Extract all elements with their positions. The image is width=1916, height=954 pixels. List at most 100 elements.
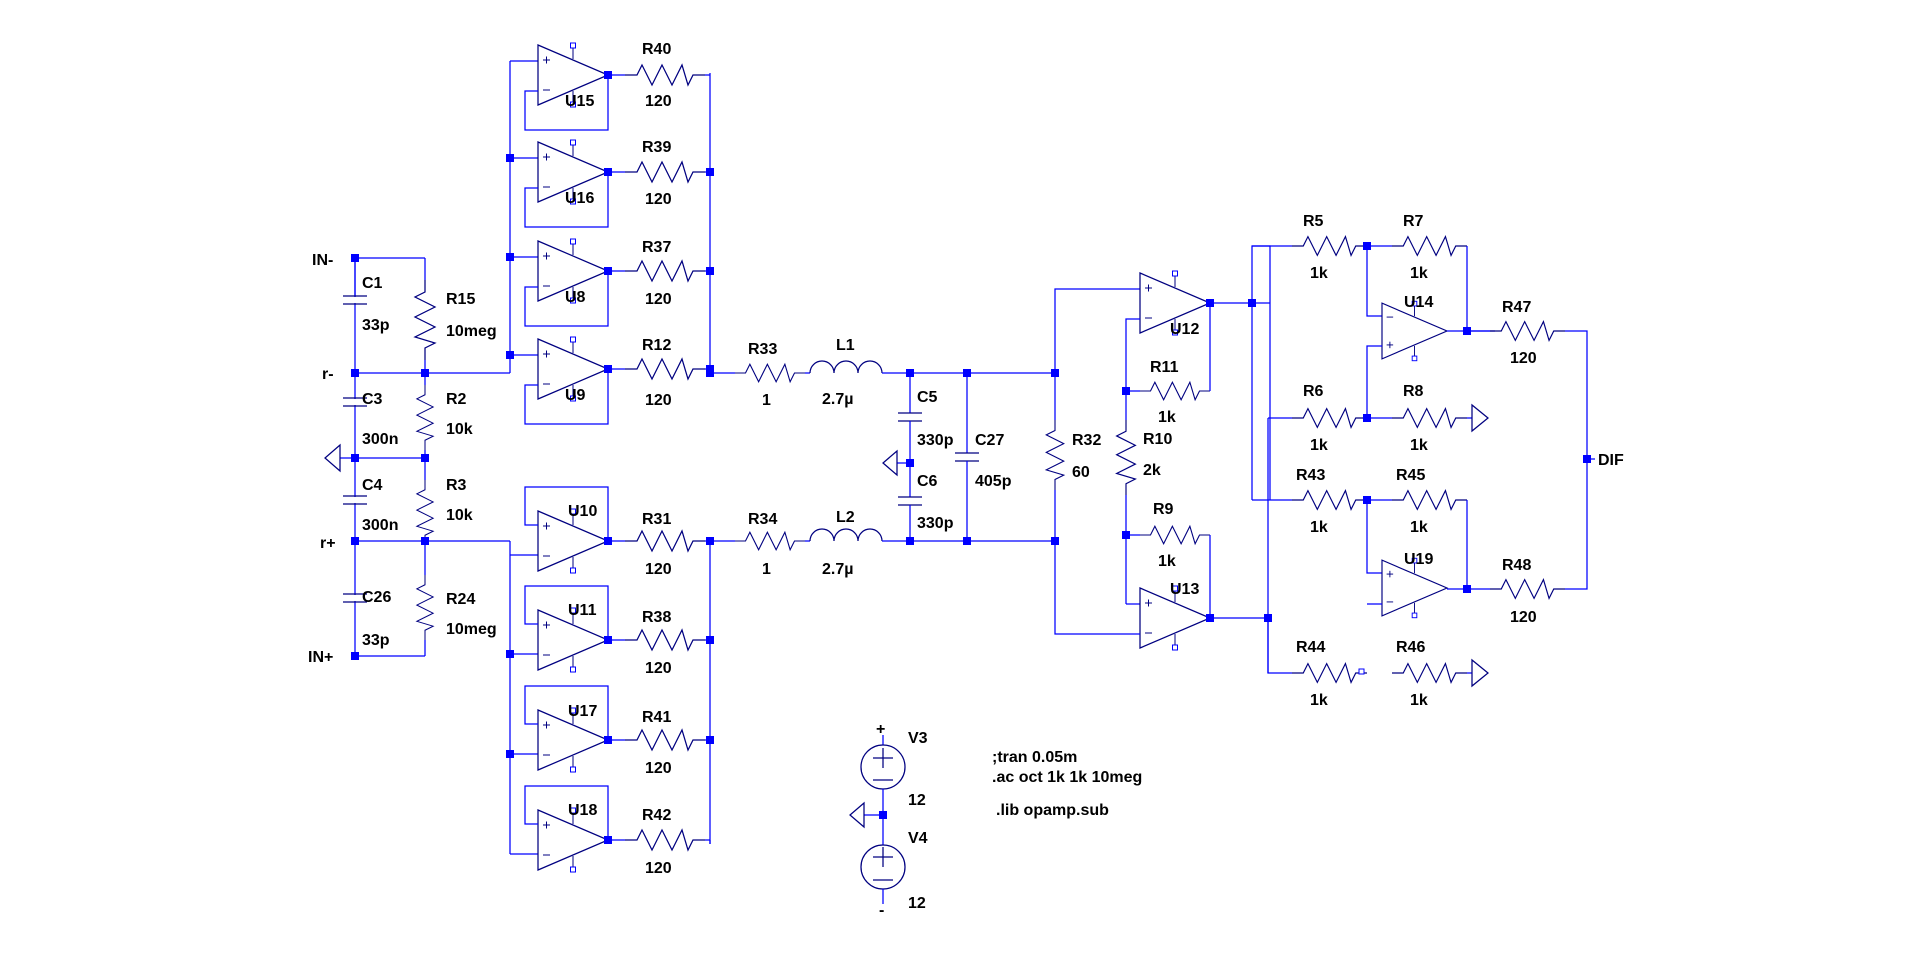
net-label-r-plus: r+ (320, 535, 336, 552)
resistor-r40[interactable] (624, 64, 706, 86)
resistor-r9[interactable] (1139, 525, 1211, 545)
r33-value: 1 (762, 392, 771, 409)
r43-value: 1k (1310, 519, 1328, 536)
ground-icon-r8 (1471, 403, 1489, 433)
r12-value: 120 (645, 392, 672, 409)
r41-value: 120 (645, 760, 672, 777)
net-label-dif: DIF (1598, 452, 1624, 469)
resistor-r39[interactable] (624, 161, 706, 183)
r33-ref: R33 (748, 341, 777, 358)
resistor-r45[interactable] (1391, 490, 1468, 510)
l1-value: 2.7µ (822, 391, 853, 408)
r8-ref: R8 (1403, 383, 1424, 400)
r38-value: 120 (645, 660, 672, 677)
resistor-r47[interactable] (1489, 321, 1566, 341)
inductor-l1[interactable] (809, 360, 883, 374)
r39-value: 120 (645, 191, 672, 208)
resistor-r32[interactable] (1045, 419, 1065, 491)
u11-ref: U11 (568, 602, 597, 619)
r10-value: 2k (1143, 462, 1161, 479)
resistor-r11[interactable] (1139, 381, 1211, 401)
lower-opamp-bank (506, 486, 714, 873)
r9-ref: R9 (1153, 501, 1174, 518)
r7-ref: R7 (1403, 213, 1424, 230)
resistor-r12[interactable] (624, 358, 706, 380)
u12-ref: U12 (1170, 321, 1199, 338)
resistor-r46[interactable] (1391, 663, 1468, 683)
r5-value: 1k (1310, 265, 1328, 282)
directive-tran[interactable]: ;tran 0.05m (992, 749, 1077, 766)
resistor-r15[interactable] (414, 279, 436, 361)
c26-value: 33p (362, 632, 390, 649)
resistor-r2[interactable] (416, 384, 434, 451)
r2-value: 10k (446, 421, 473, 438)
resistor-r10[interactable] (1116, 419, 1136, 496)
r10-ref: R10 (1143, 431, 1172, 448)
ground-icon-mid (882, 449, 898, 477)
r3-ref: R3 (446, 477, 467, 494)
c26-ref: C26 (362, 589, 391, 606)
r46-value: 1k (1410, 692, 1428, 709)
u8-ref: U8 (565, 289, 586, 306)
r39-ref: R39 (642, 139, 671, 156)
r47-ref: R47 (1502, 299, 1531, 316)
power-supply (849, 735, 906, 904)
u14-ref: U14 (1404, 294, 1433, 311)
c3-ref: C3 (362, 391, 383, 408)
u10-ref: U10 (568, 503, 597, 520)
difference-stages (1248, 236, 1595, 688)
input-network (324, 254, 510, 660)
directive-lib[interactable]: .lib opamp.sub (996, 802, 1109, 819)
resistor-r7[interactable] (1391, 236, 1468, 256)
r47-value: 120 (1510, 350, 1537, 367)
resistor-r6[interactable] (1291, 408, 1368, 428)
u19-ref: U19 (1404, 551, 1433, 568)
resistor-r42[interactable] (624, 829, 706, 851)
r5-ref: R5 (1303, 213, 1324, 230)
resistor-r43[interactable] (1291, 490, 1368, 510)
v3-ref: V3 (908, 730, 928, 747)
r6-ref: R6 (1303, 383, 1324, 400)
r2-ref: R2 (446, 391, 467, 408)
net-label-in-plus: IN+ (308, 649, 333, 666)
r40-value: 120 (645, 93, 672, 110)
r24-value: 10meg (446, 621, 497, 638)
directive-ac[interactable]: .ac oct 1k 1k 10meg (992, 769, 1142, 786)
r42-value: 120 (645, 860, 672, 877)
r8-value: 1k (1410, 437, 1428, 454)
resistor-r41[interactable] (624, 729, 706, 751)
r11-ref: R11 (1150, 359, 1179, 376)
r42-ref: R42 (642, 807, 671, 824)
resistor-r3[interactable] (416, 479, 434, 546)
inductor-l2[interactable] (809, 528, 883, 542)
u18-ref: U18 (568, 802, 597, 819)
c1-ref: C1 (362, 275, 383, 292)
resistor-r5[interactable] (1291, 236, 1368, 256)
r7-value: 1k (1410, 265, 1428, 282)
r32-ref: R32 (1072, 432, 1101, 449)
r11-value: 1k (1158, 409, 1176, 426)
instrumentation-amp (1054, 270, 1268, 651)
ground-icon-r46 (1471, 658, 1489, 688)
r6-value: 1k (1310, 437, 1328, 454)
resistor-r37[interactable] (624, 260, 706, 282)
upper-opamp-bank (506, 42, 714, 425)
resistor-r8[interactable] (1391, 408, 1468, 428)
resistor-r48[interactable] (1489, 579, 1566, 599)
resistor-r34[interactable] (734, 531, 806, 551)
u17-ref: U17 (568, 703, 597, 720)
resistor-r38[interactable] (624, 629, 706, 651)
r15-ref: R15 (446, 291, 475, 308)
r31-ref: R31 (642, 511, 671, 528)
v3-value: 12 (908, 792, 926, 809)
r12-ref: R12 (642, 337, 671, 354)
resistor-r44[interactable] (1291, 663, 1368, 683)
c1-value: 33p (362, 317, 390, 334)
ground-icon (324, 443, 341, 473)
l2-value: 2.7µ (822, 561, 853, 578)
r44-value: 1k (1310, 692, 1328, 709)
resistor-r33[interactable] (734, 363, 806, 383)
r45-ref: R45 (1396, 467, 1425, 484)
resistor-r31[interactable] (624, 530, 706, 552)
resistor-r24[interactable] (416, 574, 434, 641)
